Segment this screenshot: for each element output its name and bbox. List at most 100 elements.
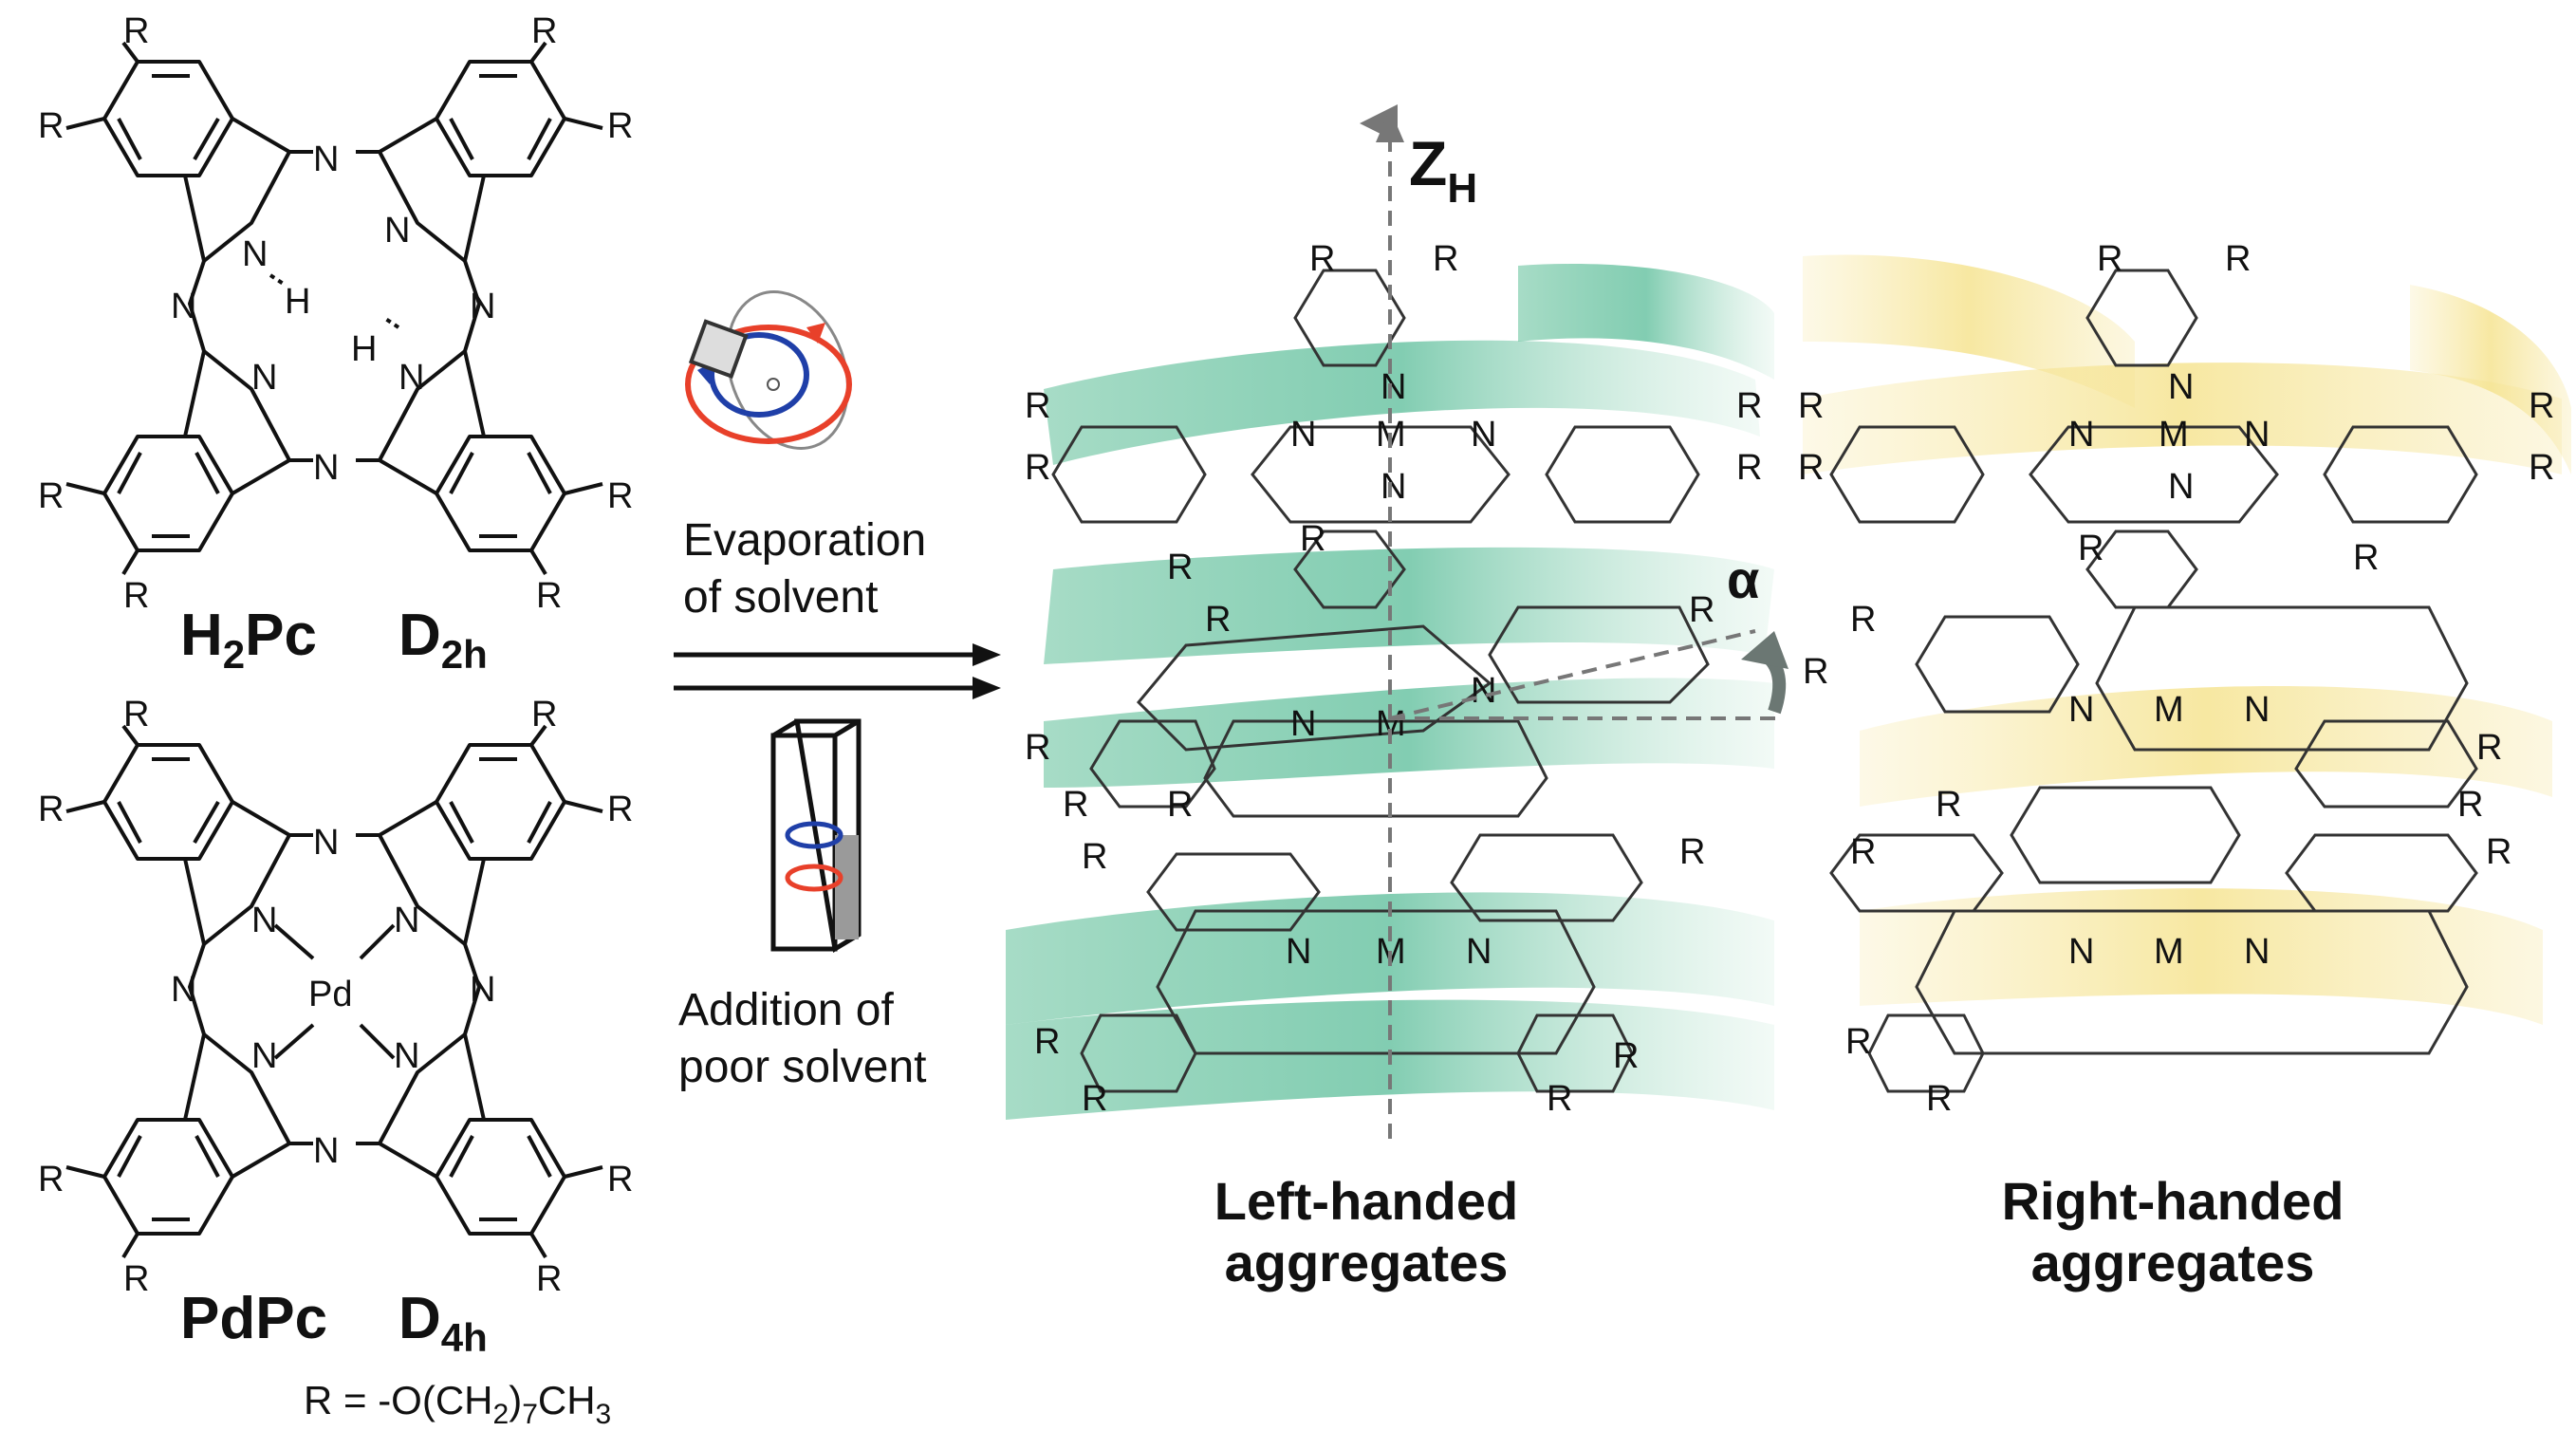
atom-r: R bbox=[1547, 1079, 1572, 1119]
atom-r: R bbox=[2486, 832, 2511, 872]
atom-r: R bbox=[607, 1160, 633, 1199]
tilt-angle-indicator: α bbox=[1389, 549, 1788, 720]
atom-r: R bbox=[1167, 785, 1193, 825]
atom-n: N bbox=[2168, 467, 2194, 507]
atom-n: N bbox=[2168, 367, 2194, 407]
atom-r: R bbox=[536, 1259, 562, 1299]
atom-r: R bbox=[1736, 448, 1762, 488]
atom-n: N bbox=[313, 448, 339, 488]
atom-n: N bbox=[1290, 415, 1316, 455]
atom-r: R bbox=[607, 790, 633, 829]
atom-r: R bbox=[1063, 785, 1088, 825]
atom-r: R bbox=[123, 11, 149, 51]
atom-r: R bbox=[2476, 728, 2502, 768]
tilt-angle-label: α bbox=[1727, 549, 1759, 609]
atom-r: R bbox=[1679, 832, 1705, 872]
atom-n: N bbox=[2068, 690, 2094, 730]
atom-n: N bbox=[1471, 415, 1496, 455]
atom-r: R bbox=[1082, 837, 1107, 877]
atom-n: N bbox=[2244, 690, 2270, 730]
atom-n: N bbox=[251, 1036, 277, 1076]
svg-text:R = -O(CH2)7CH3: R = -O(CH2)7CH3 bbox=[304, 1378, 611, 1430]
reaction-arrows bbox=[674, 643, 1001, 699]
atom-n: N bbox=[313, 1131, 339, 1171]
svg-text:PdPc: PdPc bbox=[180, 1286, 327, 1351]
atom-r: R bbox=[38, 476, 64, 516]
atom-r: R bbox=[1936, 785, 1961, 825]
atom-r: R bbox=[1025, 728, 1050, 768]
svg-text:aggregates: aggregates bbox=[2031, 1233, 2315, 1292]
atom-r: R bbox=[1433, 239, 1458, 279]
atom-n: N bbox=[394, 901, 419, 940]
left-helix-molecules bbox=[1051, 269, 1710, 1093]
method-evaporation-line2: of solvent bbox=[683, 572, 878, 623]
atom-r: R bbox=[2225, 239, 2251, 279]
atom-n: N bbox=[313, 823, 339, 863]
atom-n: N bbox=[1471, 671, 1496, 711]
atom-n: N bbox=[398, 358, 424, 398]
atom-r: R bbox=[123, 1259, 149, 1299]
helix-axis-label: ZH bbox=[1409, 128, 1477, 212]
svg-text:D2h: D2h bbox=[398, 603, 488, 677]
method-addition-line2: poor solvent bbox=[678, 1042, 927, 1092]
right-helix-ribbon bbox=[1803, 254, 2571, 1025]
right-helix-atom-labels: M M M N N N N N N N N R R R R R R R R R … bbox=[1798, 239, 2554, 1119]
atom-r: R bbox=[123, 576, 149, 616]
atom-r: R bbox=[1205, 600, 1231, 640]
atom-r: R bbox=[1689, 590, 1714, 630]
atom-n: N bbox=[2244, 415, 2270, 455]
atom-n: N bbox=[242, 234, 268, 274]
atom-r: R bbox=[2529, 448, 2554, 488]
atom-r: R bbox=[1082, 1079, 1107, 1119]
atom-r: R bbox=[531, 11, 557, 51]
substituent-definition: R = -O(CH2)7CH3 bbox=[304, 1378, 611, 1430]
atom-r: R bbox=[38, 790, 64, 829]
atom-r: R bbox=[1845, 1022, 1871, 1062]
h2pc-structure bbox=[65, 41, 603, 576]
atom-r: R bbox=[1309, 239, 1335, 279]
atom-r: R bbox=[1034, 1022, 1060, 1062]
atom-n: N bbox=[2244, 932, 2270, 972]
atom-r: R bbox=[2097, 239, 2122, 279]
atom-r: R bbox=[1850, 832, 1876, 872]
svg-text:aggregates: aggregates bbox=[1225, 1233, 1509, 1292]
atom-r: R bbox=[1167, 548, 1193, 587]
atom-r: R bbox=[1926, 1079, 1952, 1119]
atom-n: N bbox=[1381, 467, 1406, 507]
atom-r: R bbox=[1025, 448, 1050, 488]
atom-n: N bbox=[2068, 415, 2094, 455]
atom-n: N bbox=[384, 211, 410, 251]
atom-r: R bbox=[123, 695, 149, 734]
atom-r: R bbox=[1300, 519, 1325, 559]
metal-m: M bbox=[2159, 415, 2189, 455]
atom-n: N bbox=[394, 1036, 419, 1076]
pdpc-structure bbox=[65, 724, 603, 1259]
cuvette-icon bbox=[770, 718, 862, 954]
atom-r: R bbox=[1803, 652, 1828, 692]
h2pc-label: H2Pc D2h bbox=[180, 603, 488, 677]
pdpc-atom-labels: N N N N N N N N Pd R R R R R R R R bbox=[38, 695, 633, 1299]
atom-pd: Pd bbox=[308, 975, 352, 1014]
svg-text:Left-handed: Left-handed bbox=[1214, 1171, 1518, 1231]
atom-r: R bbox=[607, 106, 633, 146]
h2pc-atom-labels: N N N N N N N N H H R R R R R R R R bbox=[38, 11, 633, 616]
spin-coater-icon bbox=[685, 290, 852, 450]
atom-r: R bbox=[607, 476, 633, 516]
atom-r: R bbox=[1025, 386, 1050, 426]
atom-r: R bbox=[536, 576, 562, 616]
atom-r: R bbox=[2078, 529, 2103, 568]
atom-r: R bbox=[38, 1160, 64, 1199]
atom-n: N bbox=[171, 287, 196, 326]
atom-r: R bbox=[38, 106, 64, 146]
atom-r: R bbox=[1736, 386, 1762, 426]
metal-m: M bbox=[2154, 690, 2184, 730]
atom-r: R bbox=[1850, 600, 1876, 640]
atom-n: N bbox=[251, 901, 277, 940]
left-helix-atom-labels: M M M N N N N N N N N R R R R R R R R R … bbox=[1025, 239, 1762, 1119]
atom-n: N bbox=[1466, 932, 1492, 972]
atom-r: R bbox=[1798, 448, 1824, 488]
atom-n: N bbox=[1286, 932, 1311, 972]
atom-n: N bbox=[171, 970, 196, 1010]
svg-text:Right-handed: Right-handed bbox=[2002, 1171, 2344, 1231]
